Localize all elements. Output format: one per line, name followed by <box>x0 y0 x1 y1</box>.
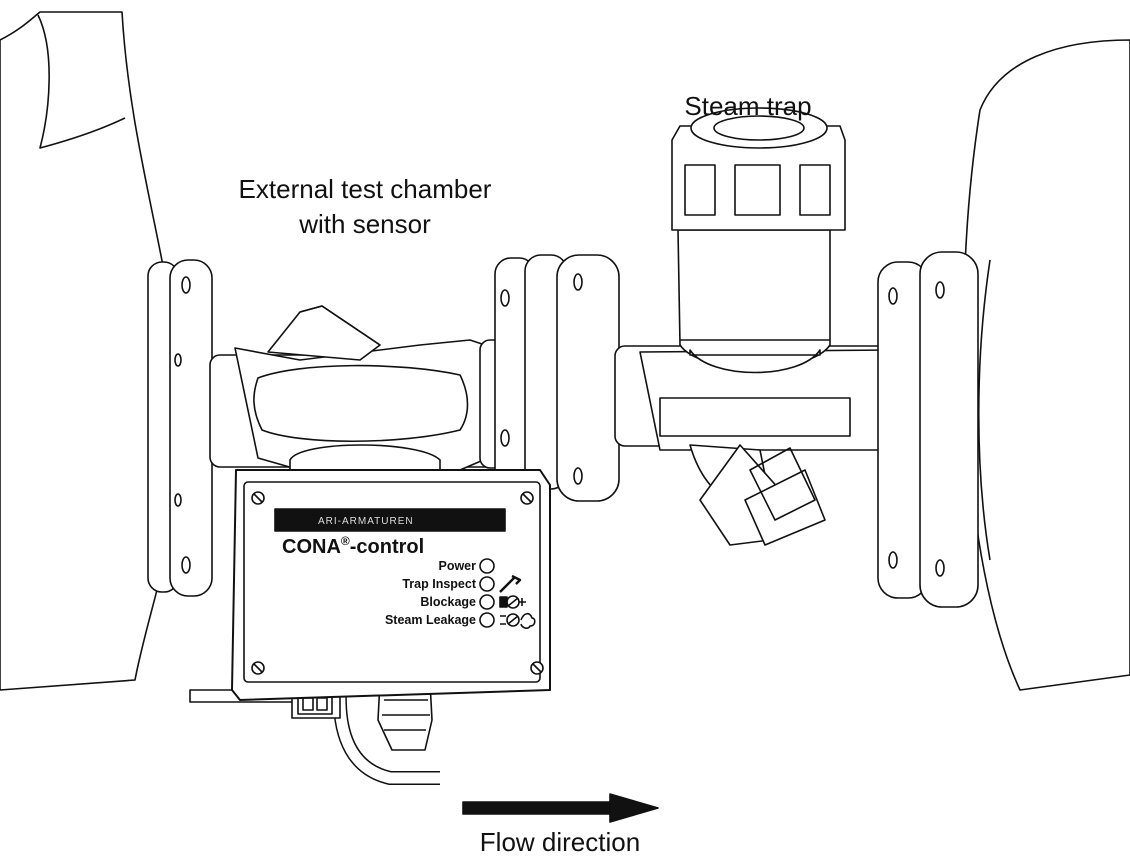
indicator-label-power: Power <box>438 559 476 573</box>
indicator-steam-leakage: Steam Leakage <box>385 612 536 629</box>
power-led-icon <box>479 558 495 574</box>
indicator-label-steam-leakage: Steam Leakage <box>385 613 476 627</box>
indicator-trap-inspect: Trap Inspect <box>402 574 522 593</box>
indicator-label-trap-inspect: Trap Inspect <box>402 577 476 591</box>
brand-badge-text: ARI-ARMATUREN <box>318 516 414 527</box>
steam-trap-label: Steam trap <box>684 91 812 121</box>
steam-trap-cap <box>671 107 846 374</box>
blockage-icon <box>499 595 526 609</box>
indicator-label-blockage: Blockage <box>420 595 476 609</box>
trap-inspect-led-icon <box>479 576 495 592</box>
test-chamber-label-line2: with sensor <box>299 209 431 239</box>
right-flange <box>877 251 979 608</box>
brand-registered-mark: ® <box>341 534 350 548</box>
control-box: ARI-ARMATUREN CONA®-control Power Trap I… <box>231 469 551 701</box>
centre-flanges <box>494 254 620 502</box>
svg-text:CONA®-control: CONA®-control <box>282 534 424 558</box>
wrench-icon <box>499 574 522 593</box>
steam-trap-body <box>614 345 906 546</box>
flow-direction-arrow <box>462 793 659 823</box>
steam-leakage-led-icon <box>479 612 495 628</box>
blockage-led-icon <box>479 594 495 610</box>
left-flange <box>147 259 213 597</box>
brand-badge <box>274 508 506 532</box>
flow-direction-label: Flow direction <box>479 827 641 857</box>
brand-name: CONA <box>282 536 341 558</box>
brand-suffix: -control <box>350 536 424 558</box>
steam-leakage-icon <box>500 612 536 629</box>
indicator-blockage: Blockage <box>420 594 526 610</box>
test-chamber-label-line1: External test chamber <box>238 174 492 204</box>
indicator-power: Power <box>438 558 495 574</box>
right-pipe <box>962 39 1130 691</box>
test-chamber-body <box>209 305 521 476</box>
